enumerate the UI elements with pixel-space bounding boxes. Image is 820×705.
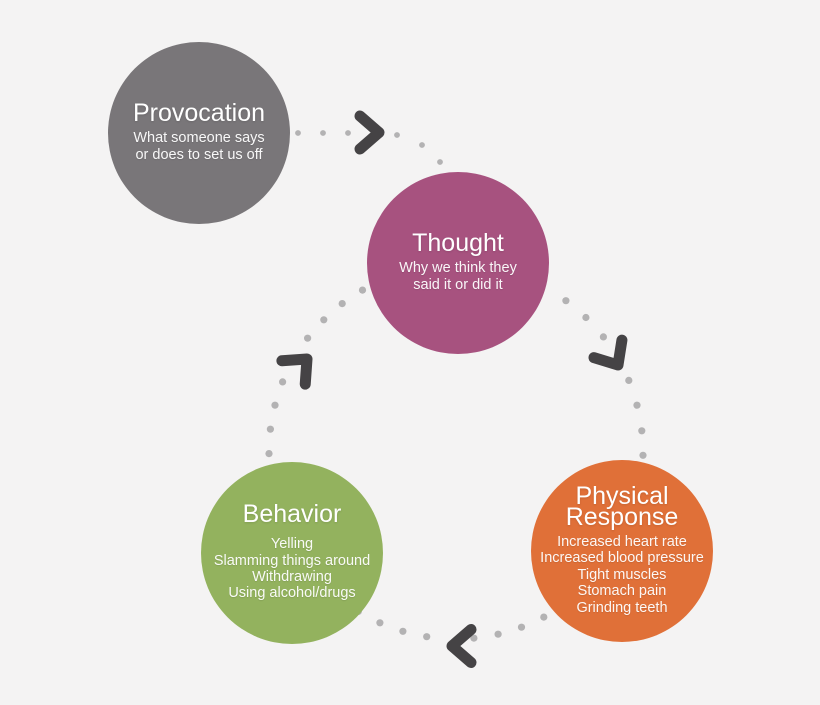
chevron-up-icon	[276, 353, 313, 390]
circle-title: Provocation	[132, 99, 266, 128]
chevron-left-icon	[446, 624, 477, 668]
chevron-down-icon	[588, 334, 628, 371]
circle-title: Behavior	[242, 500, 342, 529]
circle-body: Yelling Slamming things around Withdrawi…	[213, 536, 371, 602]
chevron-right-icon	[354, 110, 385, 155]
circle-body: Increased heart rate Increased blood pre…	[540, 533, 704, 616]
circle-title: Physical Response	[565, 481, 679, 531]
circle-physical-response: Physical Response Increased heart rate I…	[531, 460, 713, 642]
circle-body: Why we think they said it or did it	[399, 260, 517, 293]
circle-provocation: Provocation What someone says or does to…	[108, 42, 290, 224]
circle-behavior: Behavior Yelling Slamming things around …	[201, 462, 383, 644]
circle-body: What someone says or does to set us off	[133, 130, 265, 163]
circle-thought: Thought Why we think they said it or did…	[367, 172, 549, 354]
circle-title: Thought	[412, 229, 504, 258]
